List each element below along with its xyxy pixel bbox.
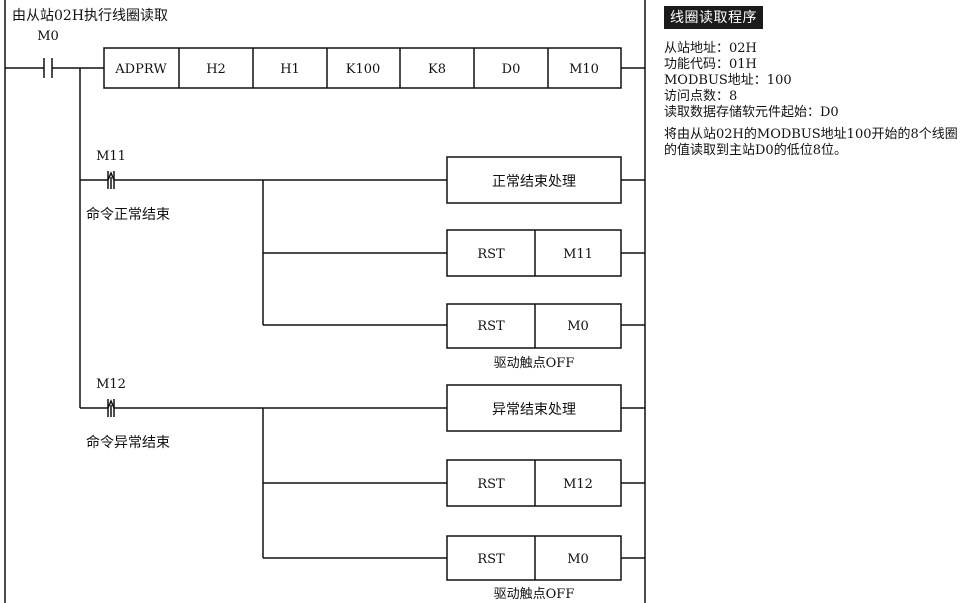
rst-arg-3: M12 <box>563 477 593 492</box>
rst-arg-1: M11 <box>563 247 593 262</box>
rst-arg-2: M0 <box>567 319 589 334</box>
error-note: 驱动触点OFF <box>494 587 575 602</box>
rst-op-4: RST <box>477 552 505 567</box>
param-modbus-address: MODBUS地址：100 <box>664 73 792 88</box>
normal-caption: 命令正常结束 <box>86 206 170 223</box>
rst-op-3: RST <box>477 477 505 492</box>
ladder-diagram: 由从站02H执行线圈读取 M0 ADPRW H2 H1 K100 K8 D0 M… <box>4 0 646 603</box>
normal-process-label: 正常结束处理 <box>492 174 576 190</box>
rst-m0-box-1 <box>446 303 622 349</box>
param-function-code: 功能代码：01H <box>664 57 757 72</box>
rst-m0-box-2 <box>446 535 622 581</box>
instr-operand-3: K100 <box>346 62 381 77</box>
panel-description: 将由从站02H的MODBUS地址100开始的8个线圈的值读取到主站D0的低位8位… <box>664 127 958 158</box>
normal-note: 驱动触点OFF <box>494 356 575 371</box>
rst-arg-4: M0 <box>567 552 589 567</box>
instr-operand-4: K8 <box>428 62 446 77</box>
instr-operand-6: M10 <box>569 62 599 77</box>
panel-params: 从站地址：02H 功能代码：01H MODBUS地址：100 访问点数：8 读取… <box>664 41 964 121</box>
error-caption: 命令异常结束 <box>86 434 170 451</box>
instr-operand-2: H1 <box>280 62 300 77</box>
param-access-count: 访问点数：8 <box>664 89 738 104</box>
instr-op: ADPRW <box>114 62 167 77</box>
panel-title: 线圈读取程序 <box>664 6 763 29</box>
rung-title: 由从站02H执行线圈读取 <box>12 7 168 24</box>
rst-m11-box <box>446 229 622 277</box>
param-storage-start: 读取数据存储软元件起始：D0 <box>664 105 839 120</box>
error-process-label: 异常结束处理 <box>492 402 576 418</box>
rst-op-1: RST <box>477 247 505 262</box>
rst-op-2: RST <box>477 319 505 334</box>
instr-operand-1: H2 <box>206 62 226 77</box>
info-panel: 线圈读取程序 从站地址：02H 功能代码：01H MODBUS地址：100 访问… <box>664 6 964 159</box>
contact-label-m11: M11 <box>96 149 126 164</box>
instr-operand-5: D0 <box>502 62 521 77</box>
contact-label-m12: M12 <box>96 377 126 392</box>
contact-label-m0: M0 <box>37 29 59 44</box>
rst-m12-box <box>446 459 622 507</box>
param-slave-address: 从站地址：02H <box>664 41 757 56</box>
